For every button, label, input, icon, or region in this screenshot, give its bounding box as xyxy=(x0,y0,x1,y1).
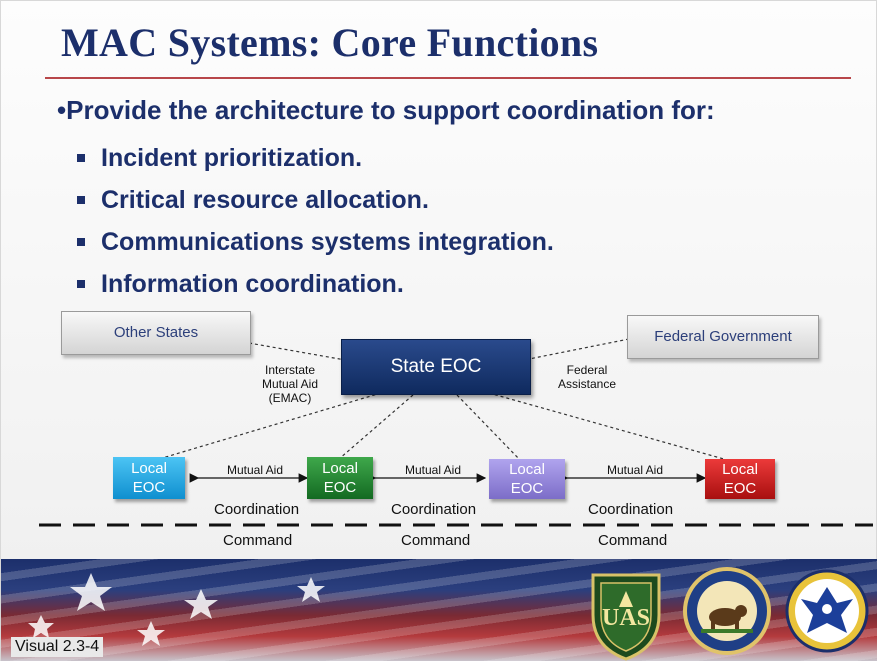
command-label: Command xyxy=(598,532,668,549)
interstate-mutual-aid-label: Interstate Mutual Aid (EMAC) xyxy=(261,363,319,405)
other-states-box: Other States xyxy=(61,311,251,355)
local-eoc-box-2: Local EOC xyxy=(307,457,373,499)
square-bullet-icon xyxy=(77,154,85,162)
list-item: Information coordination. xyxy=(77,263,554,305)
local-eoc-label: Local xyxy=(322,460,358,477)
visual-number-label: Visual 2.3-4 xyxy=(11,637,104,657)
list-item: Communications systems integration. xyxy=(77,221,554,263)
square-bullet-icon xyxy=(77,280,85,288)
square-bullet-icon xyxy=(77,196,85,204)
local-eoc-box-4: Local EOC xyxy=(705,459,775,499)
local-eoc-label: EOC xyxy=(510,480,544,497)
connector-local-1 xyxy=(158,392,382,460)
department-of-interior-seal-icon xyxy=(683,567,771,655)
coordination-label: Coordination xyxy=(214,501,300,518)
forest-service-seal-icon: UAS xyxy=(591,573,661,661)
connector-local-2 xyxy=(338,394,414,460)
federal-assistance-label: Federal Assistance xyxy=(557,363,617,391)
connector-federal xyxy=(518,338,630,362)
slide-title: MAC Systems: Core Functions xyxy=(61,20,599,65)
local-eoc-label: EOC xyxy=(723,480,757,497)
list-item: Critical resource allocation. xyxy=(77,179,554,221)
command-label: Command xyxy=(223,532,293,549)
fema-eagle-seal-icon xyxy=(785,569,869,653)
flag-banner: UAS xyxy=(1,559,877,661)
coordination-label: Coordination xyxy=(391,501,477,518)
local-eoc-box-1: Local EOC xyxy=(113,457,185,499)
connector-other-states xyxy=(248,342,352,362)
mac-system-diagram: Other States State EOC Federal Governmen… xyxy=(1,301,877,561)
local-eoc-label: EOC xyxy=(132,479,166,496)
mutual-aid-label: Mutual Aid xyxy=(606,463,664,477)
federal-government-box: Federal Government xyxy=(627,315,819,359)
star-icons xyxy=(28,573,325,646)
main-bullet: •Provide the architecture to support coo… xyxy=(57,95,715,125)
local-eoc-label: Local xyxy=(509,461,545,478)
svg-text:UAS: UAS xyxy=(602,605,650,631)
local-eoc-label: Local xyxy=(722,461,758,478)
connector-local-3 xyxy=(456,394,522,462)
title-divider xyxy=(45,77,851,79)
banner-graphics: UAS xyxy=(28,567,869,661)
local-eoc-box-3: Local EOC xyxy=(489,459,565,499)
list-item: Incident prioritization. xyxy=(77,137,554,179)
state-eoc-box: State EOC xyxy=(341,339,531,395)
connector-local-4 xyxy=(488,392,732,462)
sub-bullet-text: Incident prioritization. xyxy=(101,143,363,172)
sub-bullet-text: Critical resource allocation. xyxy=(101,185,429,214)
mutual-aid-label: Mutual Aid xyxy=(226,463,284,477)
square-bullet-icon xyxy=(77,238,85,246)
other-states-label: Other States xyxy=(113,324,199,341)
diagram-connectors xyxy=(39,338,873,527)
sub-bullet-text: Communications systems integration. xyxy=(101,227,554,256)
federal-government-label: Federal Government xyxy=(654,328,792,345)
coordination-label: Coordination xyxy=(588,501,674,518)
command-label: Command xyxy=(401,532,471,549)
local-eoc-label: Local xyxy=(131,460,167,477)
sub-bullet-list: Incident prioritization. Critical resour… xyxy=(77,137,554,305)
state-eoc-label: State EOC xyxy=(390,356,482,377)
mutual-aid-label: Mutual Aid xyxy=(404,463,462,477)
local-eoc-label: EOC xyxy=(323,479,357,496)
sub-bullet-text: Information coordination. xyxy=(101,269,404,298)
